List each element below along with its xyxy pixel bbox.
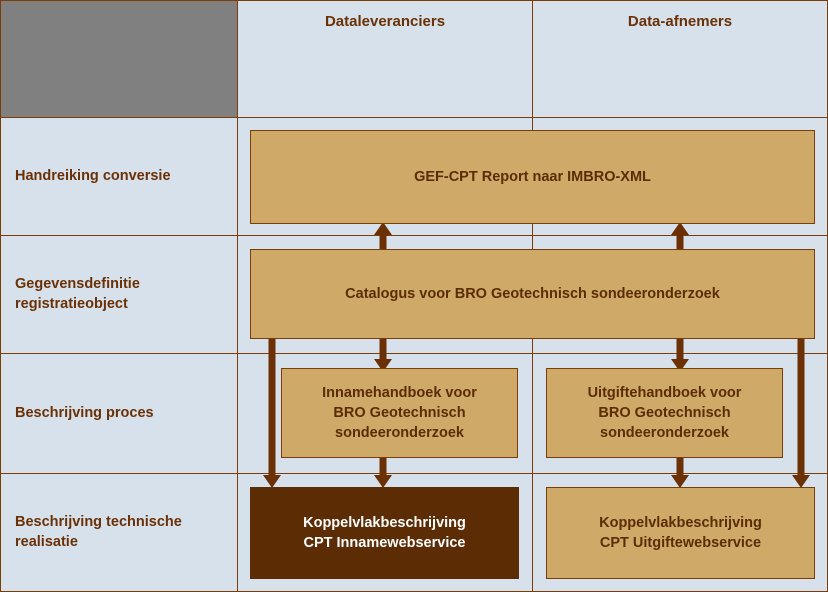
arrow-head-up-icon (671, 222, 689, 235)
node-label-line: sondeeronderzoek (335, 425, 464, 441)
node-label-line: BRO Geotechnisch (333, 405, 466, 421)
arrow-catalogus-to-uitgiftehandboek (668, 336, 692, 372)
row-label-text: Beschrijving proces (15, 404, 154, 421)
node-catalogus[interactable]: Catalogus voor BRO Geotechnisch sondeero… (250, 249, 815, 339)
arrow-catalogus-to-innamehandboek (371, 336, 395, 372)
row-label-text: Handreiking conversie (15, 167, 171, 184)
arrow-shaft (379, 336, 387, 361)
arrow-head-up-icon (374, 222, 392, 235)
arrow-catalogus-to-koppelvlak-inname (260, 336, 284, 488)
arrow-innamehandboek-to-koppelvlak-inname (371, 455, 395, 488)
arrow-catalogus-to-koppelvlak-uitgifte (789, 336, 813, 488)
arrow-shaft (676, 455, 684, 477)
node-label: Uitgiftehandboek voor BRO Geotechnisch s… (580, 383, 750, 443)
node-label-line: sondeeronderzoek (600, 425, 729, 441)
node-label: Catalogus voor BRO Geotechnisch sondeero… (345, 286, 720, 302)
row-label-beschrijving-proces: Beschrijving proces (0, 353, 238, 474)
column-header-data-afnemers: Data-afnemers (532, 0, 828, 118)
arrow-catalogus-to-gef-cpt-report (371, 222, 395, 258)
arrow-head-down-icon (374, 475, 392, 488)
node-label-line: Innamehandboek voor (322, 385, 477, 401)
node-koppelvlak-innamewebservice[interactable]: Koppelvlakbeschrijving CPT Innamewebserv… (250, 487, 519, 579)
row-label-beschrijving-technische-realisatie: Beschrijving technische realisatie (0, 473, 238, 592)
arrow-shaft (268, 336, 276, 477)
node-uitgiftehandboek[interactable]: Uitgiftehandboek voor BRO Geotechnisch s… (546, 368, 783, 458)
column-header-label: Dataleveranciers (324, 13, 446, 30)
row-label-handreiking-conversie: Handreiking conversie (0, 117, 238, 236)
node-label: GEF-CPT Report naar IMBRO-XML (414, 169, 651, 185)
arrow-shaft (676, 336, 684, 361)
arrow-head-down-icon (671, 475, 689, 488)
row-label-text: Gegevensdefinitie registratieobject (15, 275, 140, 312)
arrow-shaft (797, 336, 805, 477)
node-gef-cpt-report[interactable]: GEF-CPT Report naar IMBRO-XML (250, 130, 815, 224)
node-label-line: BRO Geotechnisch (598, 405, 731, 421)
arrow-shaft (379, 233, 387, 258)
node-label-line: Koppelvlakbeschrijving (303, 515, 466, 531)
arrow-head-down-icon (263, 475, 281, 488)
node-label: Innamehandboek voor BRO Geotechnisch son… (314, 383, 485, 443)
column-header-dataleveranciers: Dataleveranciers (237, 0, 533, 118)
node-label: Koppelvlakbeschrijving CPT Uitgiftewebse… (591, 513, 770, 553)
node-label-line: Uitgiftehandboek voor (587, 385, 742, 401)
arrow-head-down-icon (792, 475, 810, 488)
node-label-line: Koppelvlakbeschrijving (599, 515, 762, 531)
arrow-shaft (379, 455, 387, 477)
node-label: Koppelvlakbeschrijving CPT Innamewebserv… (295, 513, 474, 553)
column-header-label: Data-afnemers (627, 13, 733, 30)
node-label-line: CPT Innamewebservice (303, 535, 466, 551)
corner-block (0, 0, 238, 118)
arrow-shaft (676, 233, 684, 258)
row-label-gegevensdefinitie-registratieobject: Gegevensdefinitie registratieobject (0, 235, 238, 354)
arrow-uitgiftehandboek-to-koppelvlak-uitgifte (668, 455, 692, 488)
node-innamehandboek[interactable]: Innamehandboek voor BRO Geotechnisch son… (281, 368, 518, 458)
arrow-catalogus-to-gef-cpt-report-right (668, 222, 692, 258)
node-koppelvlak-uitgiftewebservice[interactable]: Koppelvlakbeschrijving CPT Uitgiftewebse… (546, 487, 815, 579)
row-label-text: Beschrijving technische realisatie (15, 513, 182, 550)
node-label-line: CPT Uitgiftewebservice (599, 535, 762, 551)
